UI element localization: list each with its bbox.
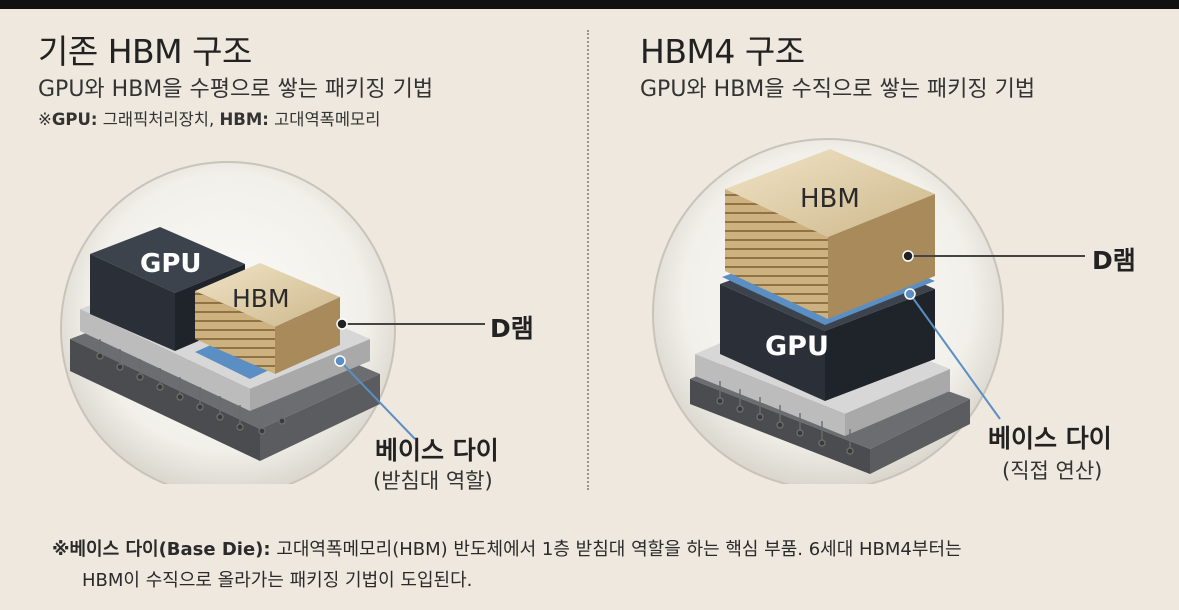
legacy-hbm-subtitle: GPU와 HBM을 수평으로 쌓는 패키징 기법 xyxy=(38,77,434,102)
note-hbm-term: HBM: xyxy=(219,110,269,129)
hbm4-hbm-front xyxy=(725,189,828,319)
footnote-text-line1: 고대역폭메모리(HBM) 반도체에서 1층 받침대 역할을 하는 핵심 부품. … xyxy=(270,539,962,560)
legacy-substrate-side xyxy=(260,374,380,461)
legacy-gpu-top xyxy=(90,227,245,293)
hbm4-dram-dot xyxy=(902,250,914,262)
legacy-base-die-label: 베이스 다이 xyxy=(375,436,499,465)
hbm4-dram-label: D램 xyxy=(1092,246,1136,275)
hbm4-hbm-label: HBM xyxy=(800,184,860,214)
base-die-footnote-line1: ※베이스 다이(Base Die): 고대역폭메모리(HBM) 반도체에서 1층… xyxy=(52,535,962,561)
top-border xyxy=(0,0,1179,9)
legacy-dram-dot xyxy=(336,318,348,330)
legacy-gpu-front xyxy=(90,254,175,351)
hbm4-gpu-label: GPU xyxy=(765,331,829,362)
hbm4-hbm-side xyxy=(828,194,935,319)
note-hbm-desc: 고대역폭메모리 xyxy=(268,110,381,129)
hbm4-gpu-front xyxy=(720,284,825,401)
legacy-interposer-front xyxy=(80,309,250,411)
hbm4-interposer-side xyxy=(845,369,950,436)
legacy-hbm-panel: 기존 HBM 구조 GPU와 HBM을 수평으로 쌓는 패키징 기법 ※GPU:… xyxy=(0,9,585,493)
legacy-base-die-dot xyxy=(334,355,346,367)
panel-divider xyxy=(587,30,589,490)
legacy-hbm-illustration xyxy=(60,161,485,484)
legacy-hbm-title: 기존 HBM 구조 xyxy=(38,32,252,71)
hbm4-substrate-side xyxy=(870,399,970,474)
legacy-pins xyxy=(96,339,286,435)
note-mark: ※ xyxy=(38,110,52,129)
legacy-base-die-leader xyxy=(339,360,416,440)
legacy-hbm-label: HBM xyxy=(232,284,290,313)
legacy-hbm-front xyxy=(195,291,275,374)
hbm4-base-die-role: (직접 연산) xyxy=(1002,459,1103,483)
hbm4-gpu-side xyxy=(825,289,935,401)
hbm4-title: HBM4 구조 xyxy=(640,32,805,71)
hbm4-interposer-front xyxy=(695,354,845,436)
hbm4-base-die-dot xyxy=(904,288,916,300)
legacy-base-die-role: (받침대 역할) xyxy=(373,469,493,493)
legacy-hbm-side xyxy=(275,297,340,374)
hbm4-pins xyxy=(716,381,854,455)
legacy-gpu-label: GPU xyxy=(140,249,202,279)
legacy-hbm-top xyxy=(195,263,340,327)
hbm4-illustration xyxy=(652,138,1085,484)
note-gpu-term: GPU: xyxy=(51,110,98,129)
hbm4-hbm-top xyxy=(725,149,935,237)
hbm4-panel: HBM4 구조 GPU와 HBM을 수직으로 쌓는 패키징 기법 xyxy=(590,9,1179,484)
hbm4-base-die-leader xyxy=(909,293,1001,420)
note-gpu-desc: 그래픽처리장치, xyxy=(97,110,220,129)
abbreviation-note: ※GPU: 그래픽처리장치, HBM: 고대역폭메모리 xyxy=(38,106,380,130)
footnote-term: ※베이스 다이(Base Die): xyxy=(52,539,271,560)
hbm4-base-die-label: 베이스 다이 xyxy=(988,424,1112,453)
legacy-dram-label: D램 xyxy=(490,314,534,343)
base-die-footnote-line2: HBM이 수직으로 올라가는 패키징 기법이 도입된다. xyxy=(82,570,473,591)
hbm4-subtitle: GPU와 HBM을 수직으로 쌓는 패키징 기법 xyxy=(640,77,1036,102)
